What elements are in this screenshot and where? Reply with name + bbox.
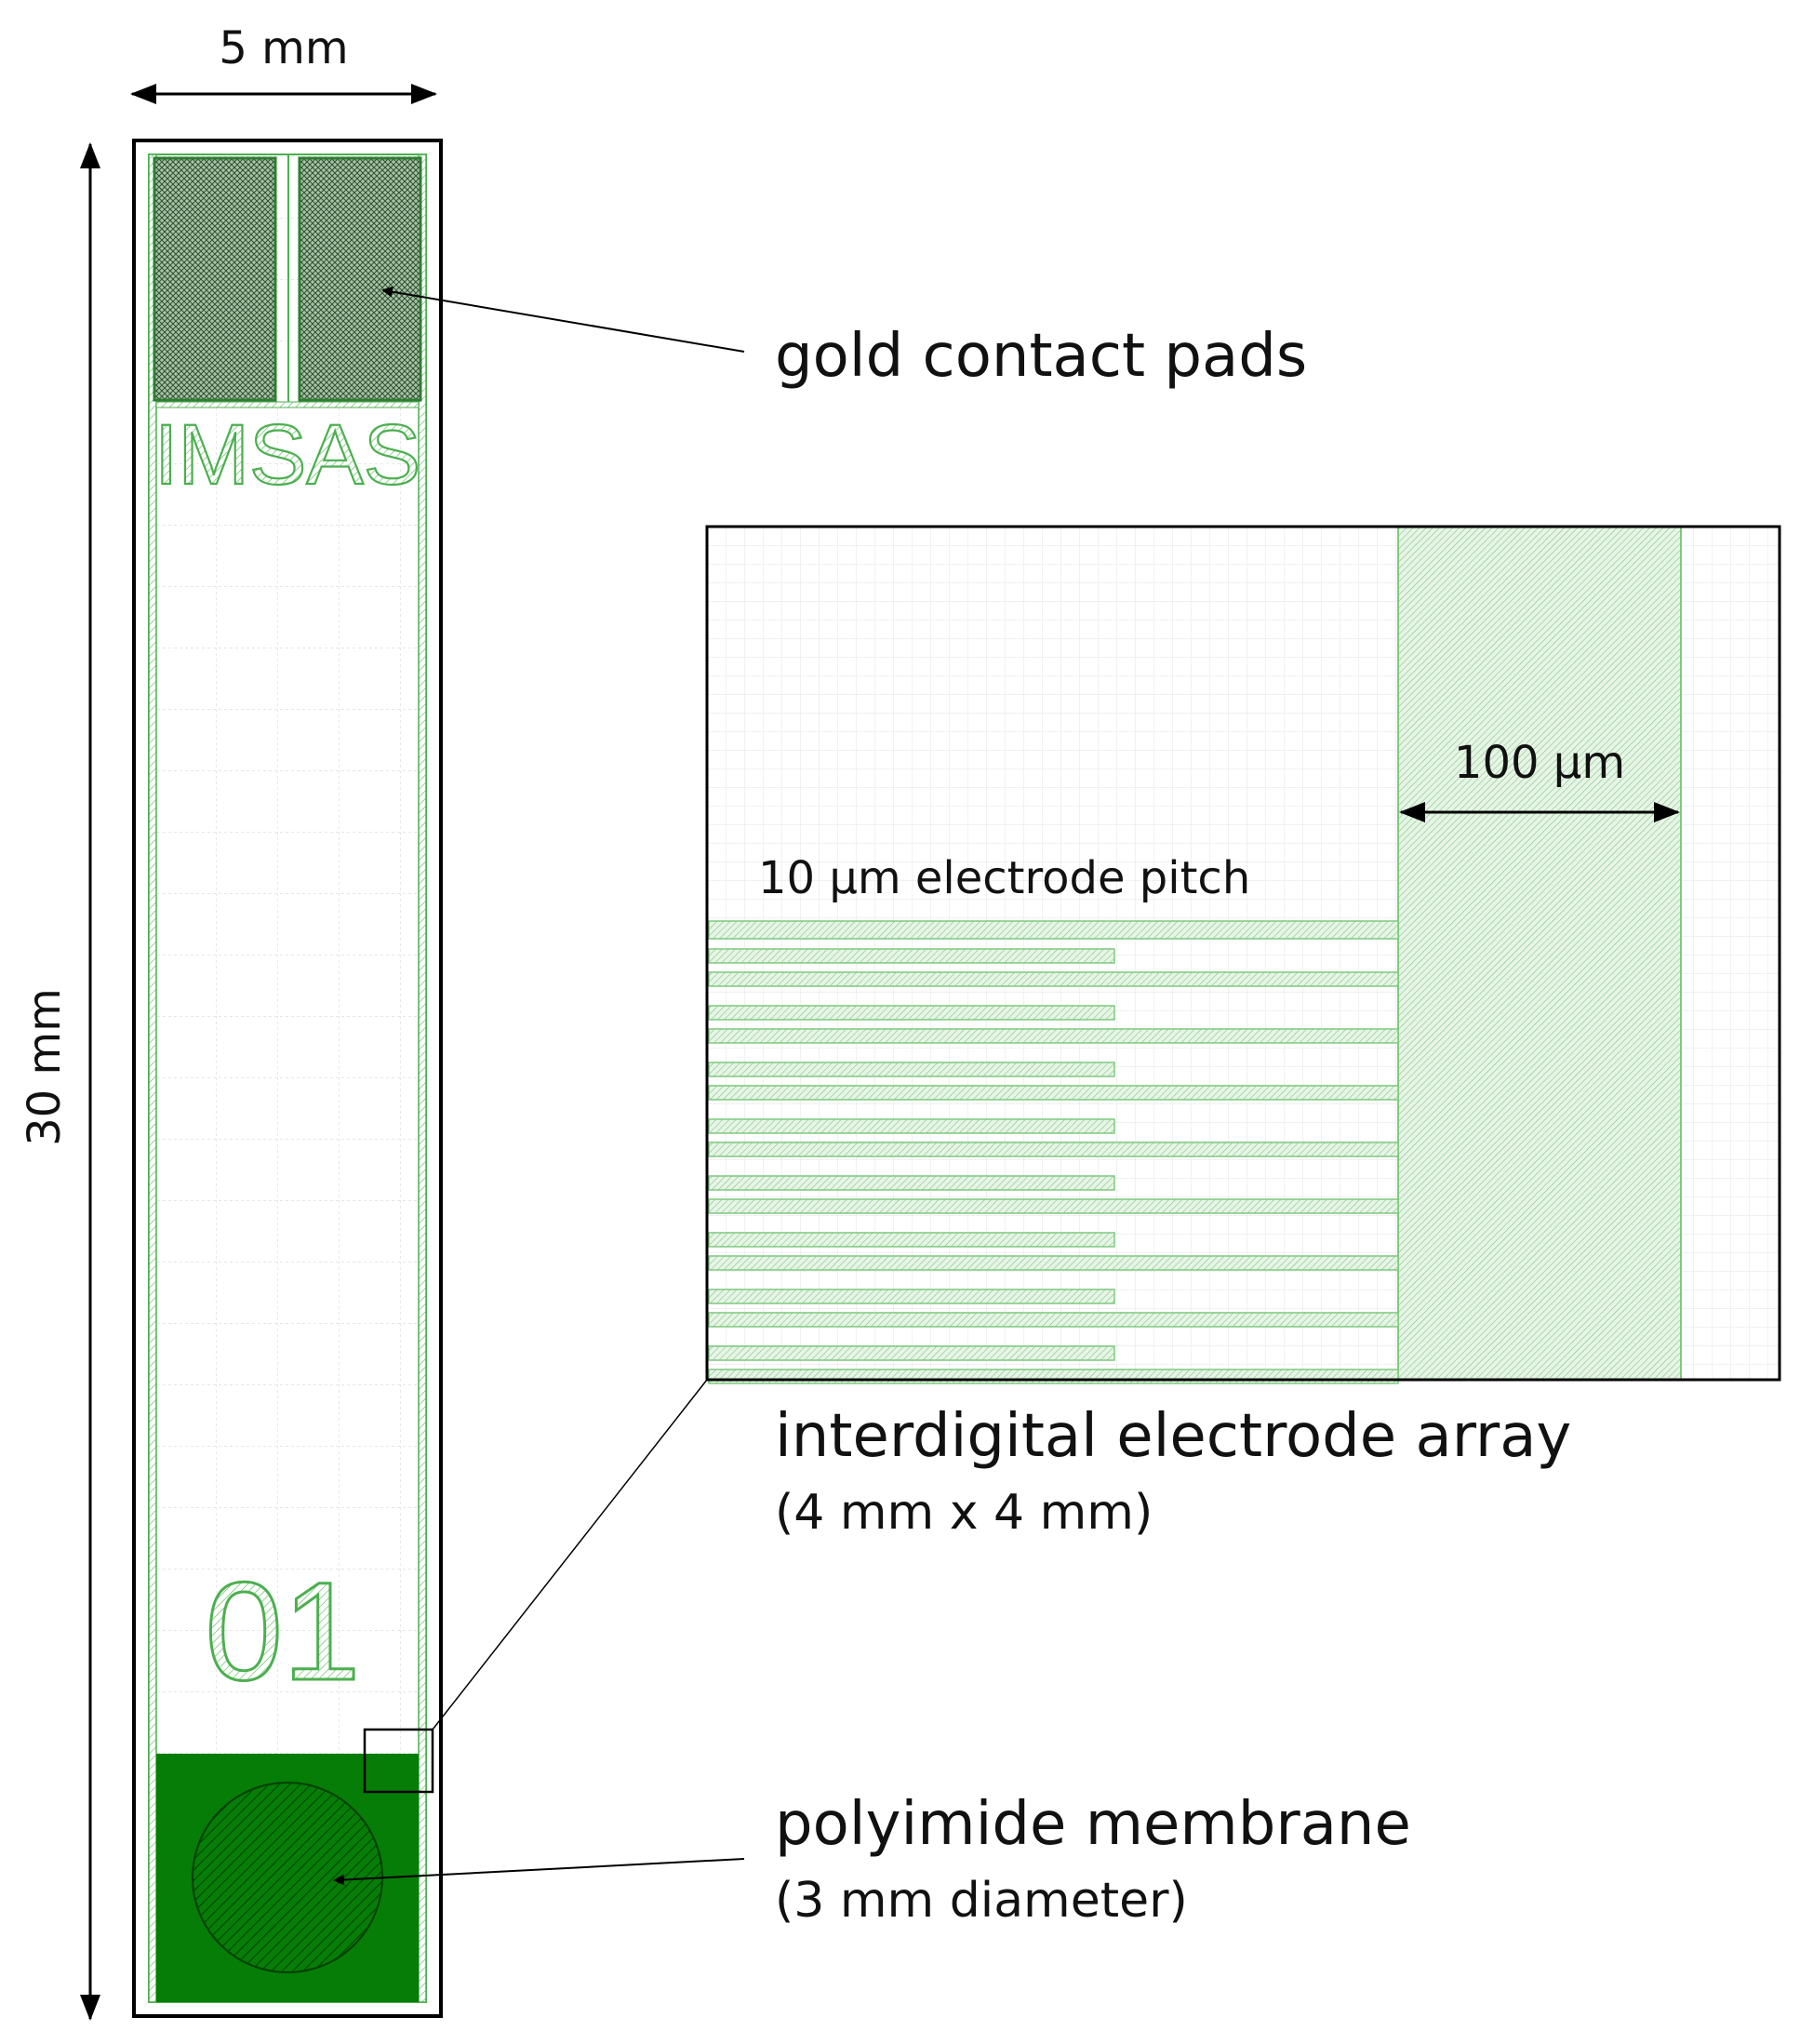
width-label: 5 mm bbox=[219, 22, 348, 74]
long-finger bbox=[708, 971, 1399, 987]
chip-logo: IMSAS bbox=[154, 407, 420, 502]
short-finger bbox=[708, 1289, 1115, 1304]
chip-grid bbox=[149, 154, 426, 2002]
callout-electrode-array: interdigital electrode array (4 mm x 4 m… bbox=[775, 1402, 1571, 1541]
callout-membrane: polyimide membrane (3 mm diameter) bbox=[333, 1790, 1411, 1929]
membrane-label: polyimide membrane bbox=[775, 1790, 1411, 1859]
long-finger bbox=[708, 1198, 1399, 1214]
long-finger bbox=[708, 1028, 1399, 1044]
electrode-pitch-label: 10 µm electrode pitch bbox=[758, 852, 1250, 904]
electrode-array-label: interdigital electrode array bbox=[775, 1402, 1571, 1471]
interdigital-fingers bbox=[708, 920, 1399, 1384]
short-finger bbox=[708, 1118, 1115, 1134]
short-finger bbox=[708, 1345, 1115, 1361]
electrode-traces bbox=[148, 154, 427, 2003]
short-finger bbox=[708, 1005, 1115, 1021]
height-dimension: 30 mm bbox=[19, 142, 100, 2021]
zoom-frame bbox=[705, 525, 1781, 1382]
height-label: 30 mm bbox=[19, 988, 71, 1146]
long-finger bbox=[708, 1085, 1399, 1101]
sensor-chip: IMSAS 01 bbox=[132, 139, 443, 2018]
polyimide-membrane bbox=[192, 1782, 383, 1973]
long-finger bbox=[708, 920, 1399, 940]
contact-pads-label: gold contact pads bbox=[775, 322, 1307, 391]
width-dimension: 5 mm bbox=[130, 22, 437, 104]
electrode-zoom-view: 100 µm 10 µm electrode pitch bbox=[705, 525, 1781, 1384]
zoom-connector bbox=[432, 1379, 708, 1730]
long-finger bbox=[708, 1255, 1399, 1271]
short-finger bbox=[708, 1062, 1115, 1077]
short-finger bbox=[708, 1232, 1115, 1248]
long-finger bbox=[708, 1369, 1399, 1384]
bus-width-label: 100 µm bbox=[1454, 737, 1625, 789]
chip-number: 01 bbox=[206, 1553, 361, 1709]
contact-pad-left bbox=[153, 156, 277, 402]
bus-electrode bbox=[1397, 526, 1682, 1381]
short-finger bbox=[708, 1175, 1115, 1191]
electrode-array-size-label: (4 mm x 4 mm) bbox=[775, 1485, 1153, 1541]
membrane-size-label: (3 mm diameter) bbox=[775, 1873, 1188, 1929]
gold-contact-pads bbox=[153, 156, 422, 402]
long-finger bbox=[708, 1142, 1399, 1157]
zoom-region-marker bbox=[363, 1728, 434, 1794]
callout-contact-pads: gold contact pads bbox=[381, 286, 1307, 391]
contact-pad-right bbox=[298, 156, 422, 402]
membrane-area bbox=[156, 1754, 419, 2002]
long-finger bbox=[708, 1312, 1399, 1328]
short-finger bbox=[708, 948, 1115, 964]
